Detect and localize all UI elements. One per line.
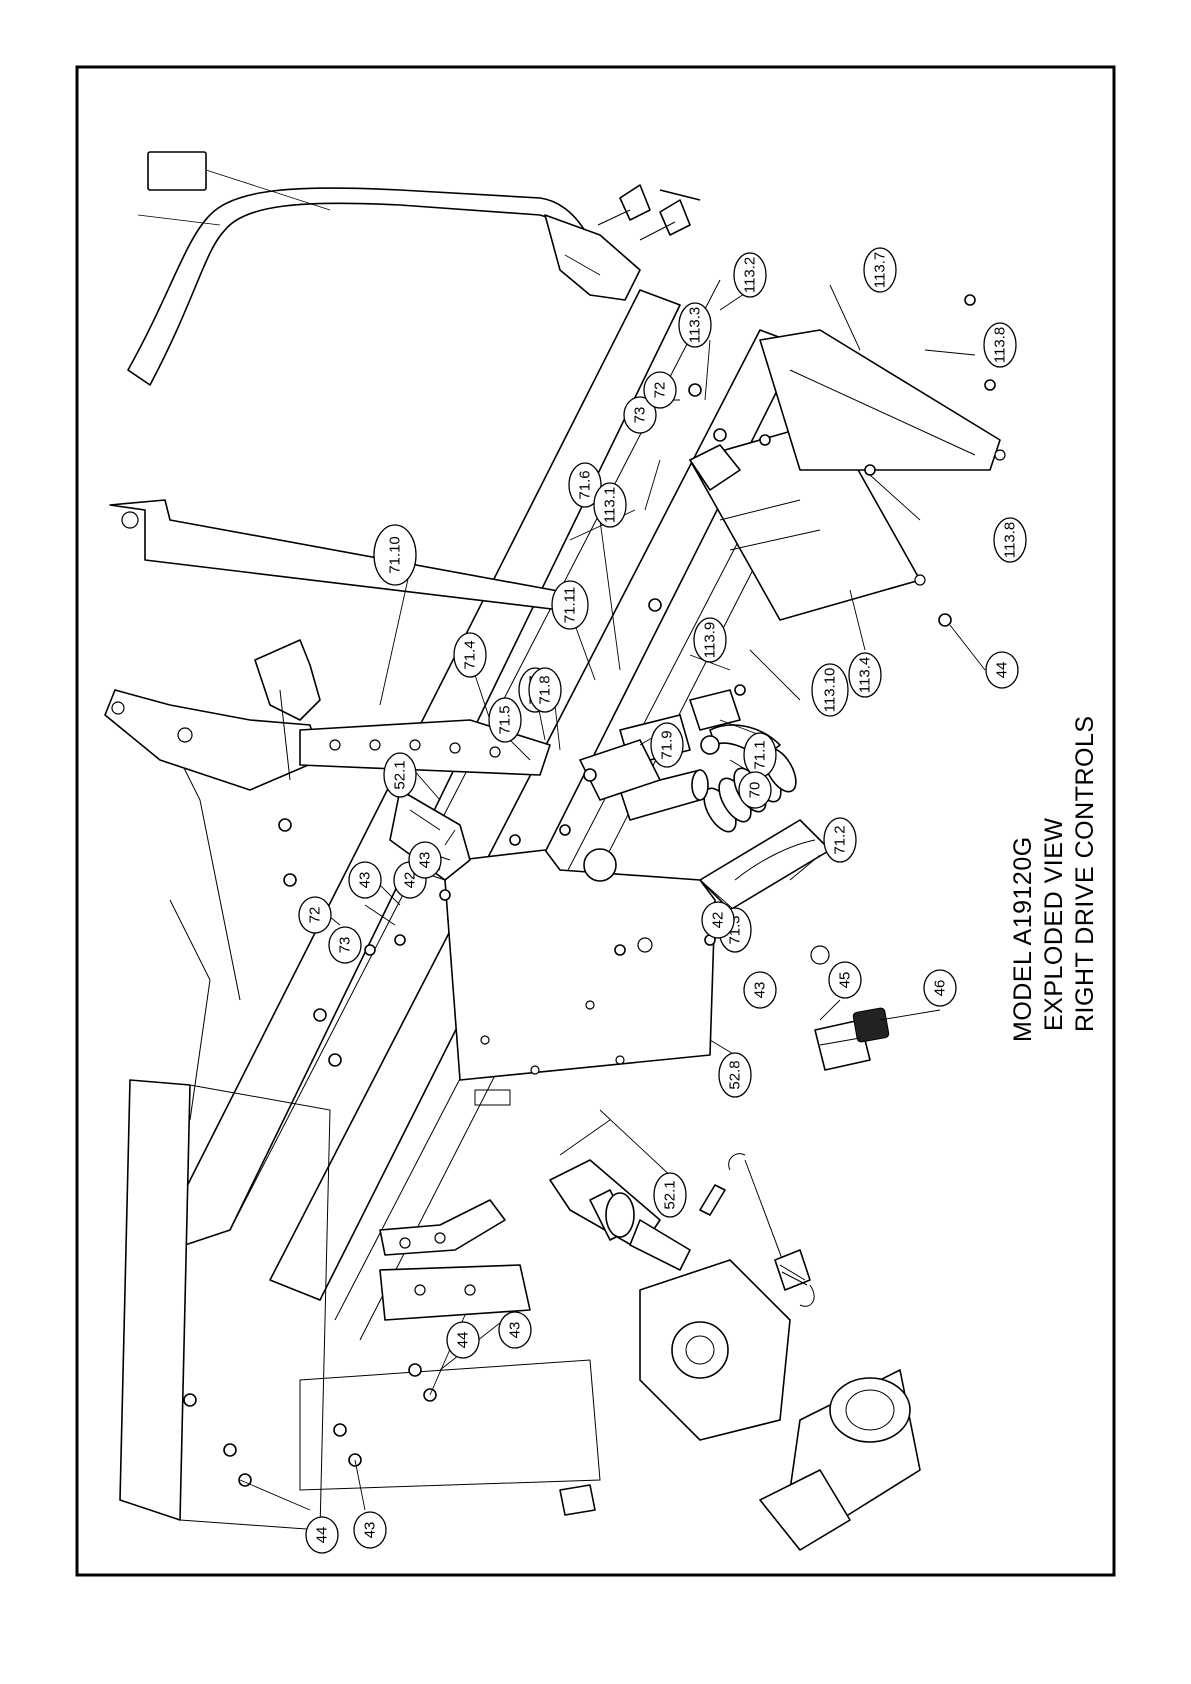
title-line-model: MODEL A19120G xyxy=(1009,836,1037,1042)
callout-label: 71.8 xyxy=(537,675,554,704)
lower-left-bracket xyxy=(380,1200,530,1320)
callout-44-c: 44 xyxy=(306,1517,338,1553)
callout-label: 113.8 xyxy=(1002,522,1019,558)
callout-label: 44 xyxy=(455,1332,472,1349)
callout-label: 113.2 xyxy=(742,257,759,293)
switch-assembly xyxy=(815,1007,889,1070)
callout-71-1: 71.1 xyxy=(744,733,776,777)
drive-unit xyxy=(640,1260,920,1550)
callout-label: 113.1 xyxy=(602,487,619,523)
callout-label: 52.8 xyxy=(727,1060,744,1089)
callout-label: 52.1 xyxy=(392,760,409,789)
callout-44-a: 44 xyxy=(986,652,1018,688)
callout-71-9: 71.9 xyxy=(651,723,683,767)
callout-label: 113.9 xyxy=(702,622,719,658)
callout-label: 44 xyxy=(994,662,1011,679)
callout-label: 70 xyxy=(747,782,764,799)
callout-label: 113.8 xyxy=(992,327,1009,363)
callout-label: 44 xyxy=(314,1527,331,1544)
callout-label: 71.11 xyxy=(562,587,579,623)
control-handle xyxy=(128,152,640,385)
callout-label: 52.1 xyxy=(662,1180,679,1209)
callout-label: 71.5 xyxy=(497,705,514,734)
callout-label: 72 xyxy=(307,907,324,924)
callout-43-d: 43 xyxy=(499,1312,531,1348)
callout-label: 71.10 xyxy=(387,536,404,574)
callout-label: 113.10 xyxy=(822,668,839,713)
callout-label: 71.9 xyxy=(659,730,676,759)
callout-113-9: 113.9 xyxy=(694,618,726,662)
callout-71-5: 71.5 xyxy=(489,698,521,742)
callout-label: 72 xyxy=(652,382,669,399)
callout-label: 73 xyxy=(632,407,649,424)
callout-113-3: 113.3 xyxy=(679,303,711,347)
title-line-view: EXPLODED VIEW xyxy=(1040,818,1068,1032)
callout-label: 113.4 xyxy=(857,657,874,693)
callout-label: 43 xyxy=(507,1322,524,1339)
callout-52-1-b: 52.1 xyxy=(654,1173,686,1217)
callout-45: 45 xyxy=(829,962,861,998)
callout-73-a: 73 xyxy=(329,927,361,963)
callout-label: 71.4 xyxy=(462,640,479,669)
callout-label: 113.7 xyxy=(872,252,889,288)
callout-113-7: 113.7 xyxy=(864,248,896,292)
callout-43-b: 43 xyxy=(744,972,776,1008)
callout-52-8: 52.8 xyxy=(719,1053,751,1097)
callout-71-8: 71.8 xyxy=(529,668,561,712)
callout-label: 113.3 xyxy=(687,307,704,343)
callout-label: 71.6 xyxy=(577,470,594,499)
callout-label: 43 xyxy=(752,982,769,999)
callout-113-1: 113.1 xyxy=(594,483,626,527)
callout-113-8-a: 113.8 xyxy=(984,323,1016,367)
callout-label: 46 xyxy=(932,980,949,997)
callout-52-1-a: 52.1 xyxy=(384,753,416,797)
callout-113-8-b: 113.8 xyxy=(994,518,1026,562)
title-line-section: RIGHT DRIVE CONTROLS xyxy=(1071,715,1099,1032)
handle-bolts xyxy=(598,185,700,240)
callout-43-c: 43 xyxy=(349,862,381,898)
callout-113-2: 113.2 xyxy=(734,253,766,297)
callout-44-b: 44 xyxy=(447,1322,479,1358)
callout-71-4: 71.4 xyxy=(454,633,486,677)
diagram-artwork xyxy=(105,152,1005,1550)
callout-46: 46 xyxy=(924,970,956,1006)
callout-43-a: 43 xyxy=(409,842,441,878)
callout-70: 70 xyxy=(739,772,771,808)
callout-43-e: 43 xyxy=(354,1512,386,1548)
callout-label: 43 xyxy=(362,1522,379,1539)
callout-label: 43 xyxy=(417,852,434,869)
callout-72-a: 72 xyxy=(299,897,331,933)
callout-113-10: 113.10 xyxy=(812,664,848,716)
callout-label: 71.1 xyxy=(752,740,769,769)
callout-42-b: 42 xyxy=(702,902,734,938)
callout-label: 71.2 xyxy=(832,825,849,854)
callout-72-b: 72 xyxy=(644,372,676,408)
callout-71-11: 71.11 xyxy=(552,581,588,629)
callout-113-4: 113.4 xyxy=(849,653,881,697)
callout-71-2: 71.2 xyxy=(824,818,856,862)
callout-label: 73 xyxy=(337,937,354,954)
callout-71-10: 71.10 xyxy=(374,525,416,585)
callout-label: 43 xyxy=(357,872,374,889)
callout-label: 45 xyxy=(837,972,854,989)
callout-label: 42 xyxy=(710,912,727,929)
title-block: MODEL A19120G EXPLODED VIEW RIGHT DRIVE … xyxy=(1009,715,1099,1042)
